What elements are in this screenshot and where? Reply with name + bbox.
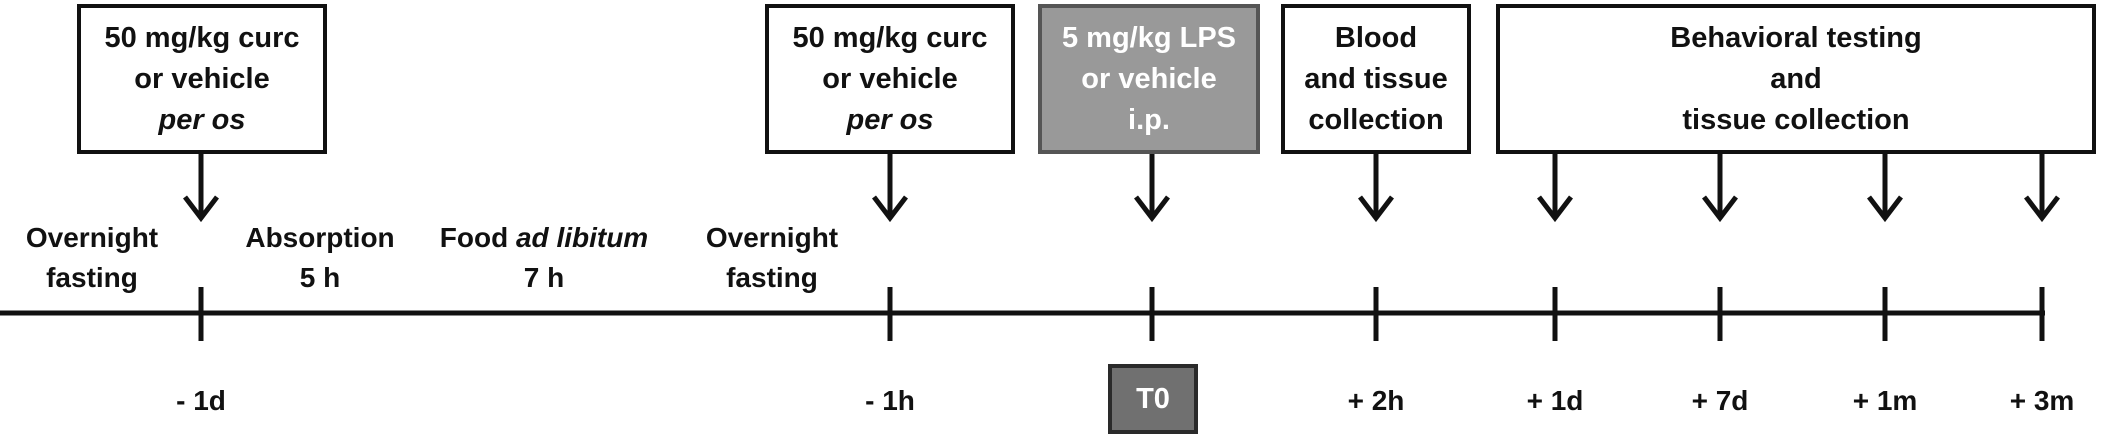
tick-label-minus-1d: - 1d xyxy=(176,385,226,416)
phase-absorption: Absorption 5 h xyxy=(245,222,395,293)
arrow-behavior-1d xyxy=(1537,154,1573,223)
box-curc-1: 50 mg/kg curc or vehicle per os xyxy=(77,4,327,154)
box-blood: Blood and tissue collection xyxy=(1281,4,1471,154)
box-behavior: Behavioral testing and tissue collection xyxy=(1496,4,2096,154)
tick-label-plus-7d: + 7d xyxy=(1691,385,1749,416)
arrow-behavior-1m xyxy=(1867,154,1903,223)
arrow-blood xyxy=(1358,154,1394,223)
arrow-behavior-3m xyxy=(2024,154,2060,223)
arrow-lps xyxy=(1134,154,1170,223)
tick-label-plus-3m: + 3m xyxy=(2009,385,2075,416)
tick-label-minus-1h: - 1h xyxy=(865,385,915,416)
tick-label-plus-1m: + 1m xyxy=(1852,385,1918,416)
box-curc-2: 50 mg/kg curc or vehicle per os xyxy=(765,4,1015,154)
arrow-curc-2 xyxy=(872,154,908,223)
box-lps: 5 mg/kg LPS or vehicle i.p. xyxy=(1038,4,1260,154)
tick-label-plus-1d: + 1d xyxy=(1526,385,1584,416)
tick-label-plus-2h: + 2h xyxy=(1347,385,1405,416)
phase-overnight-fasting-1: Overnight fasting xyxy=(25,222,159,293)
phase-overnight-fasting-2: Overnight fasting xyxy=(705,222,839,293)
t0-label: T0 xyxy=(1108,364,1198,434)
phase-food: Food ad libitum 7 h xyxy=(439,222,649,293)
arrow-behavior-7d xyxy=(1702,154,1738,223)
arrow-curc-1 xyxy=(183,154,219,223)
